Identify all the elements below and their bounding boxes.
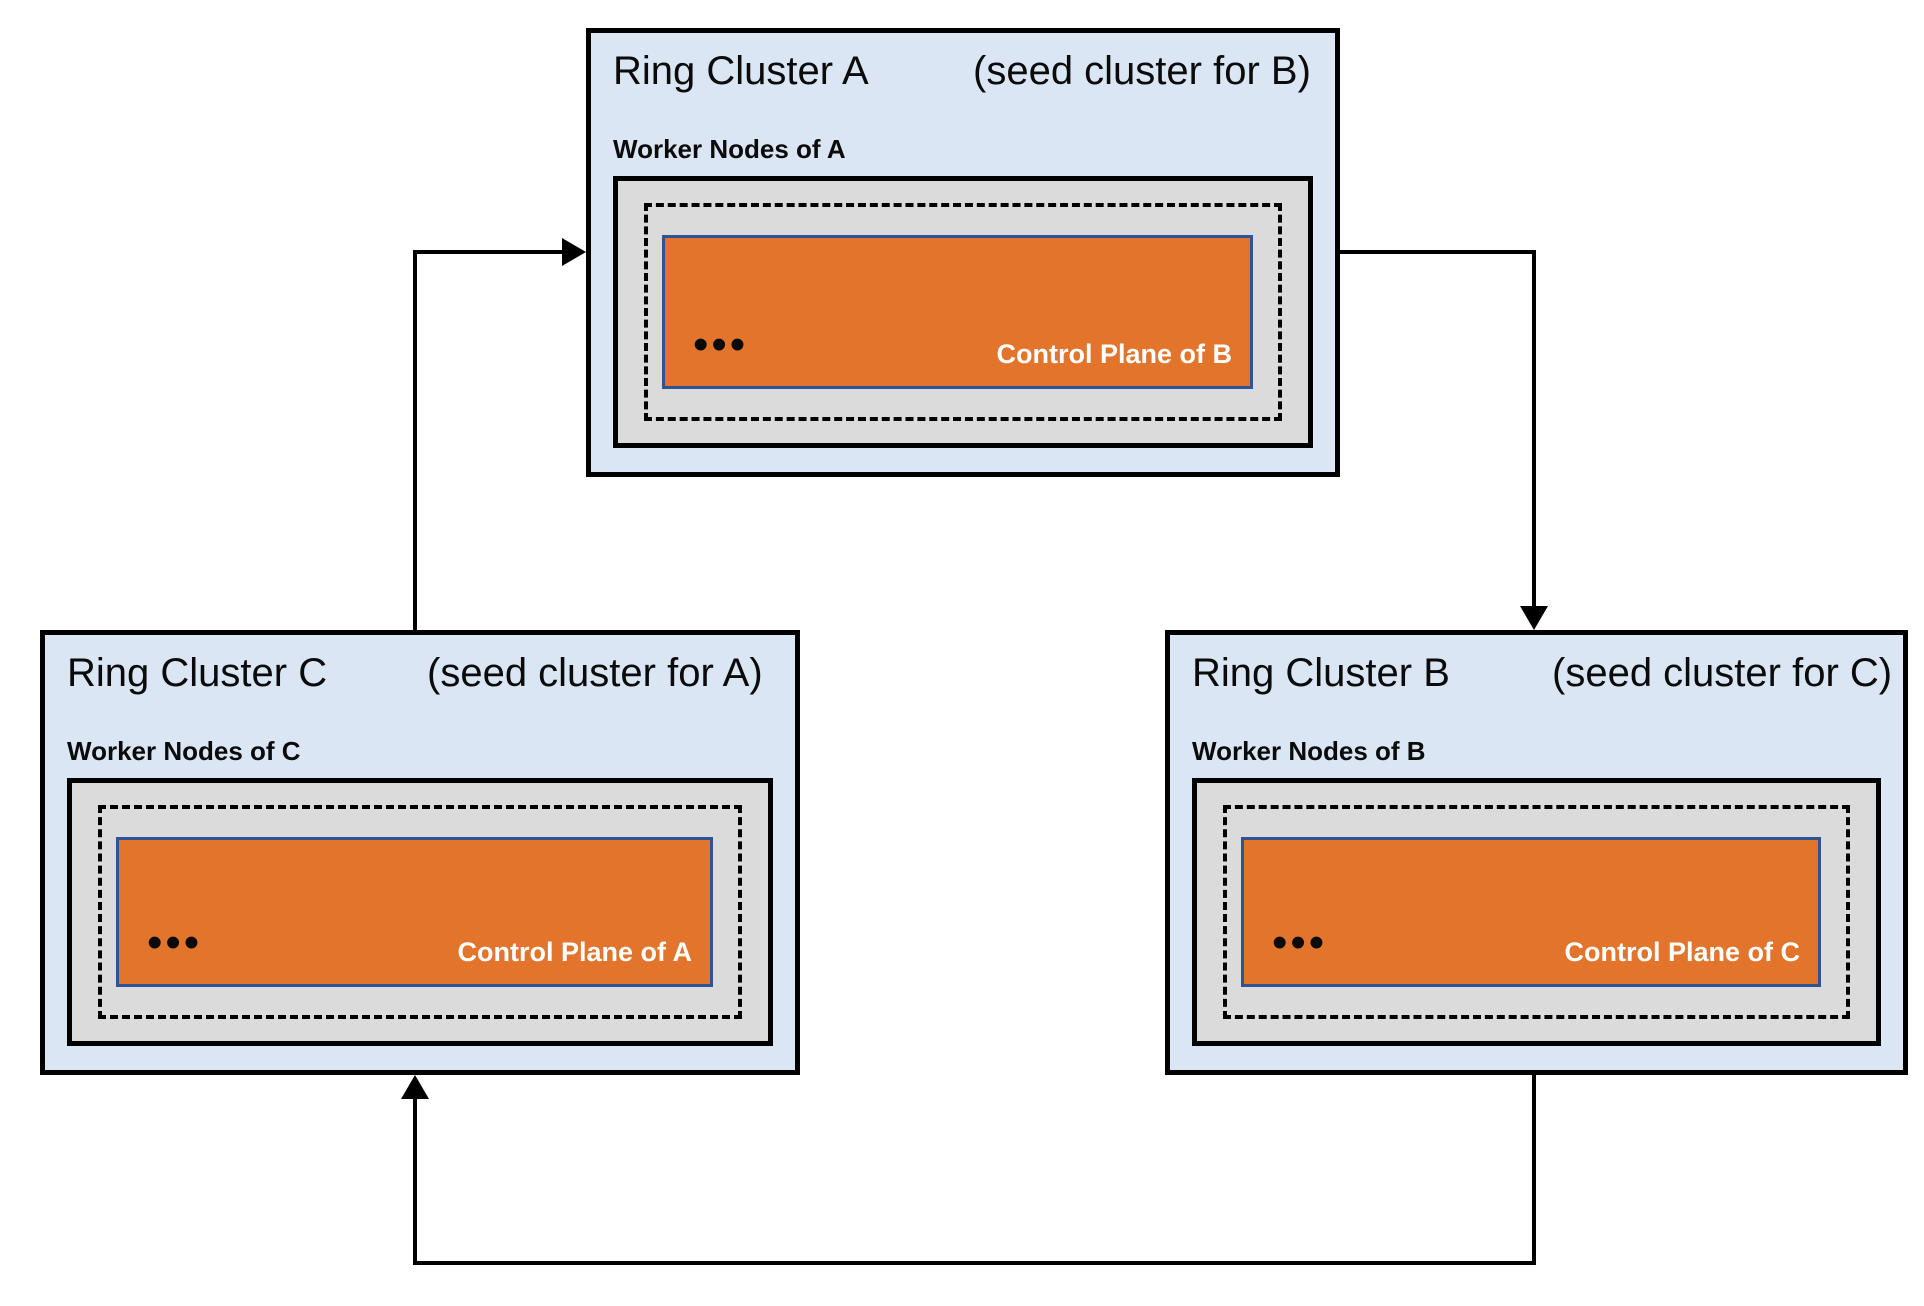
- cluster-b-worker-nodes-label: Worker Nodes of B: [1192, 736, 1426, 766]
- cluster-a-node-pool: ••• Control Plane of B: [613, 175, 1313, 448]
- cluster-b-title: Ring Cluster B (seed cluster for C): [1192, 649, 1892, 701]
- cluster-c-worker-nodes-label: Worker Nodes of C: [67, 736, 301, 766]
- cluster-a: Ring Cluster A (seed cluster for B) Work…: [586, 28, 1340, 477]
- connector-c-to-a-horizontal: [413, 250, 564, 254]
- connector-b-to-c-vertical-right: [1532, 1075, 1536, 1265]
- connector-a-to-b-vertical: [1532, 250, 1536, 608]
- cluster-c-hosted-control-plane: ••• Control Plane of A: [116, 836, 713, 987]
- cluster-c-subtitle: (seed cluster for A): [427, 651, 763, 695]
- cluster-b-subtitle: (seed cluster for C): [1552, 651, 1893, 695]
- ellipsis-dots: •••: [147, 917, 203, 967]
- cluster-b-node-pool: ••• Control Plane of C: [1192, 777, 1881, 1046]
- connector-b-to-c-horizontal: [413, 1261, 1536, 1265]
- cluster-a-worker-nodes-label: Worker Nodes of A: [613, 134, 846, 164]
- cluster-b-hosted-control-plane: ••• Control Plane of C: [1241, 836, 1821, 987]
- cluster-a-dashed-zone: ••• Control Plane of B: [644, 202, 1282, 421]
- cluster-a-hosted-control-plane: ••• Control Plane of B: [662, 234, 1253, 389]
- cluster-b-title-text: Ring Cluster B: [1192, 651, 1450, 695]
- cluster-c-dashed-zone: ••• Control Plane of A: [98, 804, 742, 1019]
- arrowhead-into-cluster-a-icon: [562, 238, 586, 266]
- cluster-c-title-text: Ring Cluster C: [67, 651, 328, 695]
- ellipsis-dots: •••: [693, 319, 749, 369]
- connector-a-to-b-horizontal: [1340, 250, 1534, 254]
- cluster-c-title: Ring Cluster C (seed cluster for A): [67, 649, 773, 701]
- cluster-c-node-pool: ••• Control Plane of A: [67, 777, 773, 1046]
- cluster-b-dashed-zone: ••• Control Plane of C: [1223, 804, 1850, 1019]
- control-plane-of-a-label: Control Plane of A: [457, 937, 693, 968]
- arrowhead-into-cluster-b-icon: [1520, 606, 1548, 630]
- connector-b-to-c-vertical-left: [413, 1097, 417, 1265]
- ellipsis-dots: •••: [1272, 917, 1328, 967]
- cluster-a-title-text: Ring Cluster A: [613, 49, 869, 93]
- control-plane-of-b-label: Control Plane of B: [996, 339, 1233, 370]
- cluster-b: Ring Cluster B (seed cluster for C) Work…: [1165, 630, 1908, 1075]
- cluster-c: Ring Cluster C (seed cluster for A) Work…: [40, 630, 800, 1075]
- control-plane-of-c-label: Control Plane of C: [1564, 937, 1801, 968]
- connector-c-to-a-vertical: [413, 250, 417, 634]
- cluster-a-subtitle: (seed cluster for B): [973, 49, 1311, 93]
- arrowhead-into-cluster-c-icon: [401, 1075, 429, 1099]
- cluster-a-title: Ring Cluster A (seed cluster for B): [613, 47, 1313, 99]
